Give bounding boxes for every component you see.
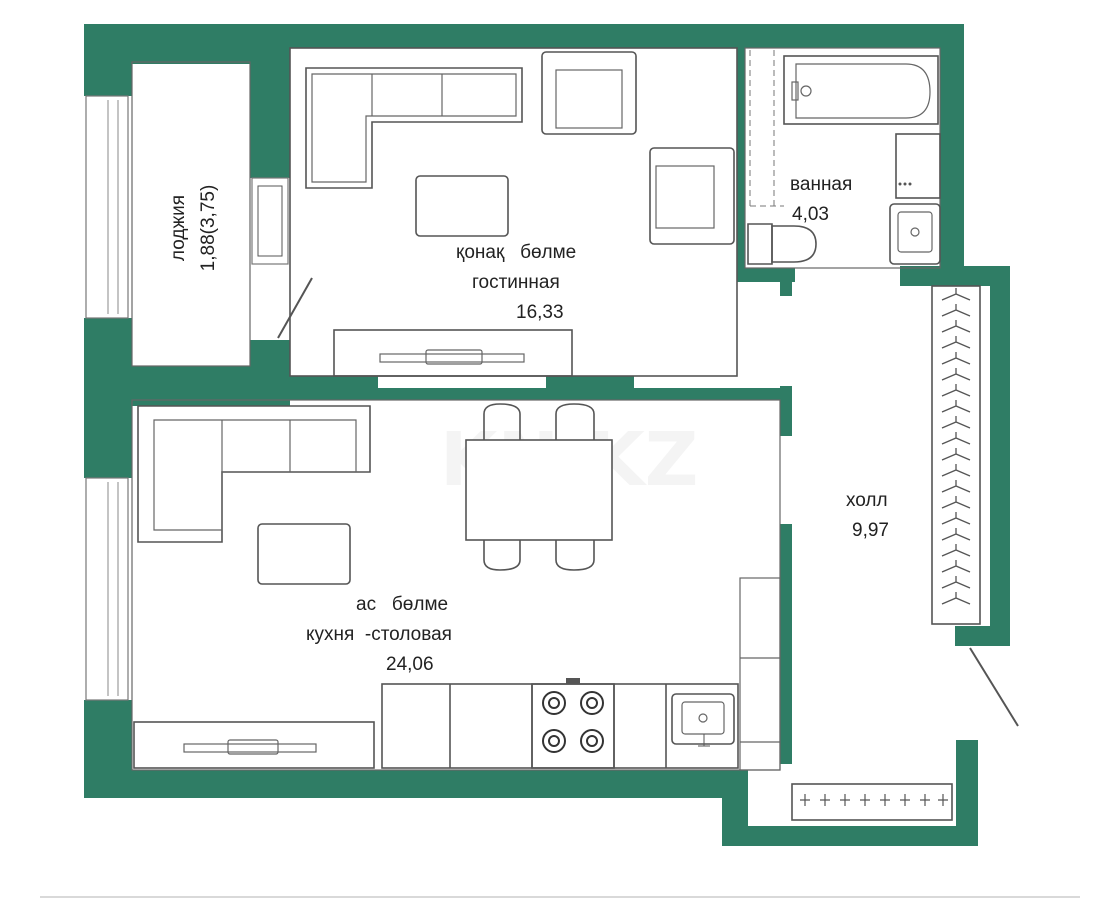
kitchen-outline (131, 399, 781, 771)
kitchen-counter (381, 683, 739, 769)
entrance-door (969, 647, 1019, 727)
corner-sofa (305, 67, 523, 189)
kitchen-sink (671, 693, 735, 745)
living-name-kz: қонақ бөлме (456, 242, 576, 263)
bathtub (783, 55, 939, 125)
bathroom-furniture (744, 47, 941, 269)
room-labels: лоджия 1,88(3,75) қонақ бөлме гостинная … (168, 174, 889, 675)
loggia-top-wall (132, 24, 252, 64)
loggia-right-wall (250, 48, 290, 178)
chair (483, 540, 521, 571)
hall-area: 9,97 (852, 520, 889, 541)
bottom-wall (84, 770, 744, 798)
living-kitchen-wall (290, 376, 378, 390)
chair (555, 403, 595, 440)
tv-cabinet (333, 329, 573, 377)
armchair-top (541, 51, 637, 135)
bottom-divider (40, 896, 1080, 898)
loggia-name: лоджия (168, 195, 189, 261)
hall-furniture (739, 285, 1019, 821)
kitchen-coffee-table (257, 523, 351, 585)
hangers (941, 288, 971, 605)
loggia-door (277, 277, 313, 339)
bath-area: 4,03 (792, 204, 829, 225)
washing-machine (895, 133, 941, 199)
kitchen-name-ru: кухня -столовая (306, 624, 452, 645)
loggia-window (85, 95, 129, 319)
living-room-outline (289, 47, 738, 377)
living-kitchen-wall-2 (546, 376, 634, 390)
loggia-bottom-wall (84, 366, 290, 406)
bottom-right-wall (722, 826, 978, 846)
dining-table (465, 439, 613, 541)
kitchen-area: 24,06 (386, 654, 434, 675)
hall-cabinet (739, 577, 781, 771)
hall-right-wall-lip (955, 626, 1010, 646)
kitchen-sofa (137, 405, 371, 543)
chair (483, 403, 521, 440)
bath-bottom-stub (780, 268, 792, 296)
kitchen-window (85, 477, 129, 701)
wardrobe (931, 285, 981, 625)
walls (84, 24, 1010, 846)
shoe-rack (791, 783, 953, 821)
hall-name: холл (846, 490, 888, 511)
living-name-ru: гостинная (472, 272, 560, 293)
hall-stub (780, 386, 792, 436)
living-kitchen-wall-3 (290, 388, 790, 400)
chair (555, 540, 595, 571)
loggia-outline (131, 61, 251, 367)
kitchen-low-cabinet (133, 721, 375, 769)
bath-left-wall (737, 48, 745, 274)
left-wall (84, 24, 132, 96)
kitchen-furniture (131, 399, 781, 771)
bathroom-sink (889, 203, 941, 265)
coffee-table (415, 175, 509, 237)
toilet (747, 223, 773, 265)
armchair-right (649, 147, 735, 245)
bath-name: ванная (790, 174, 852, 195)
right-low-wall (956, 740, 978, 846)
loggia-area: 1,88(3,75) (198, 185, 219, 272)
living-area: 16,33 (516, 302, 564, 323)
hall-left-wall (780, 524, 792, 764)
living-furniture (289, 47, 738, 377)
windows (85, 95, 289, 701)
hall-right-wall (990, 266, 1010, 646)
bath-right-wall (940, 24, 964, 274)
kitchen-name-kz: ас бөлме (356, 594, 448, 615)
hall-top-wall (900, 266, 1010, 286)
